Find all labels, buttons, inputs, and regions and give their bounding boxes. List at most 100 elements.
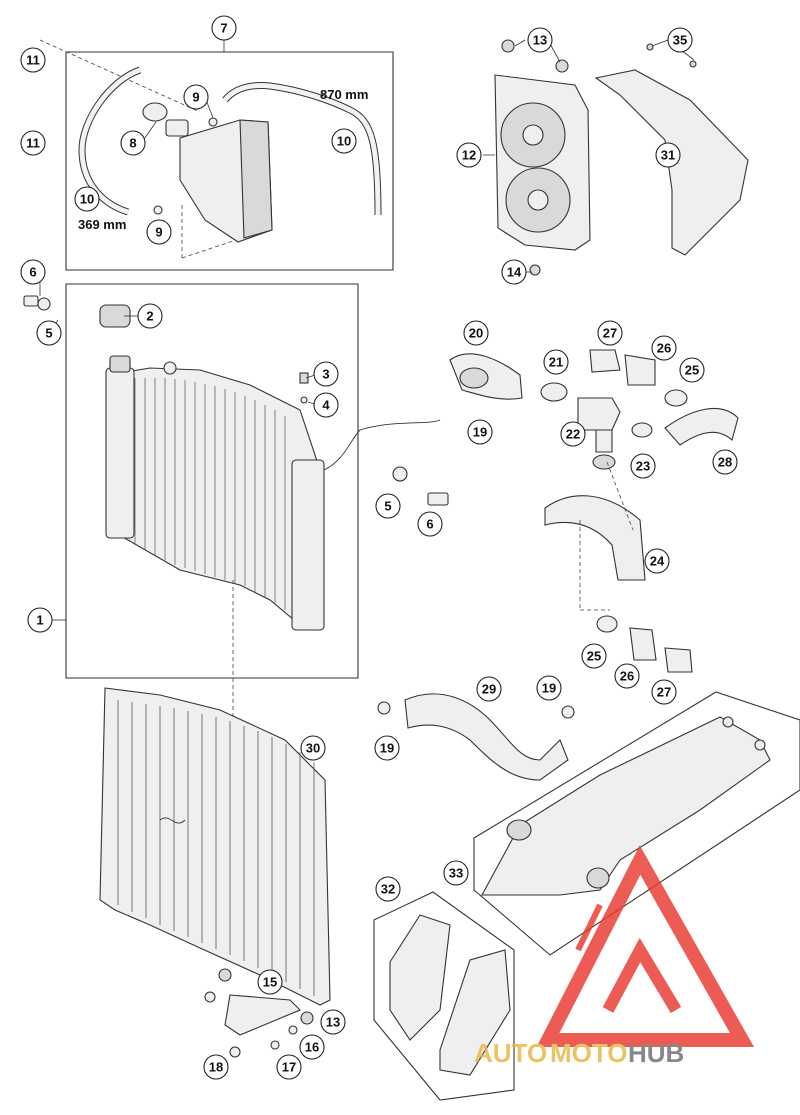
callout-26: 26 xyxy=(651,335,677,361)
callout-number: 31 xyxy=(661,148,675,163)
callout-number: 32 xyxy=(381,882,395,897)
callout-circle xyxy=(183,84,209,110)
callout-number: 13 xyxy=(326,1015,340,1030)
callout-circle xyxy=(257,969,283,995)
dimension-long-hose: 870 mm xyxy=(320,87,368,102)
callout-23: 23 xyxy=(630,453,656,479)
callout-circle xyxy=(630,453,656,479)
callout-number: 3 xyxy=(322,367,329,382)
callout-circle xyxy=(313,361,339,387)
callout-3: 3 xyxy=(313,361,339,387)
callout-circle xyxy=(313,392,339,418)
callout-33: 33 xyxy=(443,860,469,886)
callout-circle xyxy=(597,320,623,346)
callout-circle xyxy=(667,27,693,53)
callout-circle xyxy=(211,15,237,41)
callout-8: 8 xyxy=(120,130,146,156)
callout-22: 22 xyxy=(560,421,586,447)
callout-circle xyxy=(299,1034,325,1060)
callout-11: 11 xyxy=(20,130,46,156)
callout-circle xyxy=(146,219,172,245)
callout-circle xyxy=(651,335,677,361)
callout-circle xyxy=(375,493,401,519)
callout-18: 18 xyxy=(203,1054,229,1080)
callout-number: 13 xyxy=(533,33,547,48)
callout-number: 12 xyxy=(462,148,476,163)
hose-connectors xyxy=(449,349,739,673)
callout-circle xyxy=(20,47,46,73)
callout-12: 12 xyxy=(456,142,482,168)
callout-circle xyxy=(20,259,46,285)
callout-31: 31 xyxy=(655,142,681,168)
callout-5: 5 xyxy=(375,493,401,519)
callout-number: 28 xyxy=(718,455,732,470)
air-duct xyxy=(481,716,771,896)
callout-13: 13 xyxy=(527,27,553,53)
callout-circle xyxy=(276,1054,302,1080)
callout-number: 8 xyxy=(129,136,136,151)
callout-number: 27 xyxy=(603,326,617,341)
callout-10: 10 xyxy=(74,186,100,212)
callout-circle xyxy=(331,128,357,154)
radiator-guard xyxy=(99,687,331,1036)
callout-circle xyxy=(374,735,400,761)
callout-4: 4 xyxy=(313,392,339,418)
callout-number: 26 xyxy=(657,341,671,356)
callout-number: 2 xyxy=(146,309,153,324)
callout-25: 25 xyxy=(679,357,705,383)
watermark-word-auto: AUTO xyxy=(474,1038,547,1068)
callout-circle xyxy=(137,303,163,329)
callout-number: 16 xyxy=(305,1040,319,1055)
callout-11: 11 xyxy=(20,47,46,73)
callout-number: 26 xyxy=(620,669,634,684)
callout-24: 24 xyxy=(644,548,670,574)
callout-27: 27 xyxy=(597,320,623,346)
callout-number: 1 xyxy=(36,613,43,628)
callout-10: 10 xyxy=(331,128,357,154)
group-box-32 xyxy=(373,891,515,1101)
callout-number: 23 xyxy=(636,459,650,474)
callout-circle xyxy=(74,186,100,212)
callout-circle xyxy=(679,357,705,383)
group-box-33 xyxy=(473,691,800,956)
watermark-logo: AUTO MOTO HUB xyxy=(474,845,755,1068)
callout-circle xyxy=(614,663,640,689)
callout-number: 9 xyxy=(155,225,162,240)
callout-number: 30 xyxy=(306,741,320,756)
callout-number: 19 xyxy=(380,741,394,756)
group-box-7 xyxy=(65,51,394,271)
callout-circle xyxy=(463,320,489,346)
callout-30: 30 xyxy=(300,735,326,761)
callout-circle xyxy=(20,130,46,156)
callout-19: 19 xyxy=(536,675,562,701)
callout-number: 22 xyxy=(566,427,580,442)
callout-number: 27 xyxy=(657,685,671,700)
callout-35: 35 xyxy=(667,27,693,53)
callout-circle xyxy=(651,679,677,705)
callout-number: 9 xyxy=(192,90,199,105)
callout-7: 7 xyxy=(211,15,237,41)
callout-9: 9 xyxy=(183,84,209,110)
callout-circle xyxy=(644,548,670,574)
callout-number: 35 xyxy=(673,33,687,48)
callout-number: 21 xyxy=(549,355,563,370)
callout-number: 5 xyxy=(45,326,52,341)
callout-circle xyxy=(543,349,569,375)
callout-number: 19 xyxy=(473,425,487,440)
callout-circle xyxy=(320,1009,346,1035)
callout-circle xyxy=(443,860,469,886)
callout-29: 29 xyxy=(476,676,502,702)
callout-circle xyxy=(536,675,562,701)
callout-number: 11 xyxy=(26,53,40,68)
bracket-hardware xyxy=(204,968,314,1058)
callout-19: 19 xyxy=(467,419,493,445)
callout-15: 15 xyxy=(257,969,283,995)
callout-number: 6 xyxy=(426,517,433,532)
watermark-word-moto: MOTO xyxy=(550,1038,628,1068)
group-box-1 xyxy=(65,283,359,679)
callout-circle xyxy=(417,511,443,537)
callout-28: 28 xyxy=(712,449,738,475)
callout-number: 4 xyxy=(322,398,330,413)
callout-6: 6 xyxy=(20,259,46,285)
